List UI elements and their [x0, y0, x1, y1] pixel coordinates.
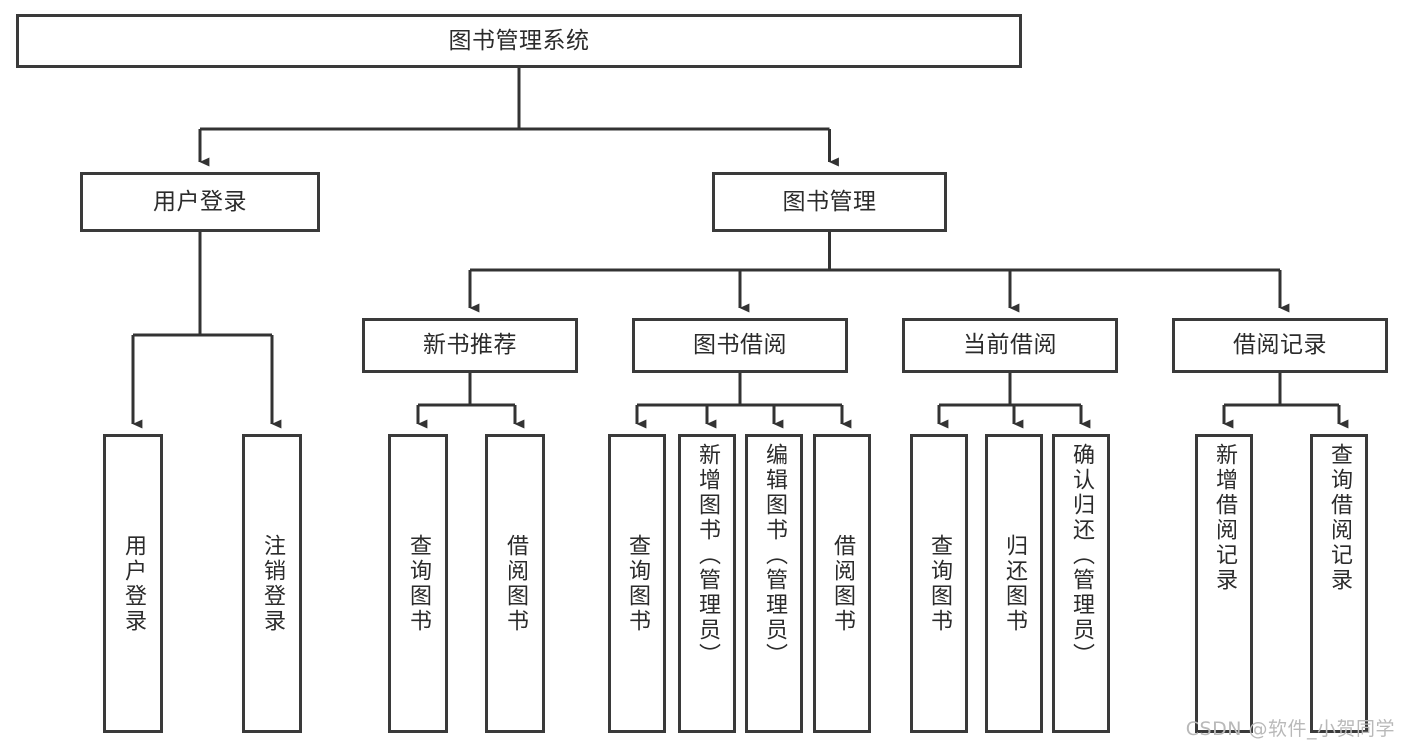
node-label-leaf-query-book-1: 查询图书	[406, 533, 431, 634]
node-book-manage[interactable]: 图书管理	[712, 172, 947, 232]
node-leaf-add-book[interactable]: 新增图书（管理员）	[678, 434, 736, 733]
node-label-leaf-return-book: 归还图书	[1002, 533, 1027, 634]
node-label-new-book-recommend: 新书推荐	[423, 332, 517, 359]
node-label-leaf-confirm-return: 确认归还（管理员）	[1069, 443, 1094, 668]
node-label-leaf-query-record: 查询借阅记录	[1327, 443, 1352, 593]
node-borrow-record[interactable]: 借阅记录	[1172, 318, 1388, 373]
node-label-leaf-add-book: 新增图书（管理员）	[695, 443, 720, 668]
node-leaf-query-book-2[interactable]: 查询图书	[608, 434, 666, 733]
node-leaf-add-record[interactable]: 新增借阅记录	[1195, 434, 1253, 733]
node-label-book-manage: 图书管理	[782, 188, 877, 215]
node-label-leaf-query-book-2: 查询图书	[625, 533, 650, 634]
node-new-book-recommend[interactable]: 新书推荐	[362, 318, 578, 373]
node-label-leaf-logout: 注销登录	[260, 533, 285, 634]
node-leaf-logout[interactable]: 注销登录	[242, 434, 302, 733]
node-leaf-user-login[interactable]: 用户登录	[103, 434, 163, 733]
node-leaf-query-book-1[interactable]: 查询图书	[388, 434, 448, 733]
node-label-user-login: 用户登录	[153, 188, 247, 215]
node-book-borrow[interactable]: 图书借阅	[632, 318, 848, 373]
node-label-leaf-add-record: 新增借阅记录	[1212, 443, 1237, 593]
node-leaf-edit-book[interactable]: 编辑图书（管理员）	[745, 434, 803, 733]
node-root[interactable]: 图书管理系统	[16, 14, 1022, 68]
node-leaf-query-book-3[interactable]: 查询图书	[910, 434, 968, 733]
node-leaf-borrow-book-2[interactable]: 借阅图书	[813, 434, 871, 733]
node-label-leaf-borrow-book-1: 借阅图书	[503, 533, 528, 634]
node-label-leaf-user-login: 用户登录	[121, 533, 146, 634]
node-leaf-borrow-book-1[interactable]: 借阅图书	[485, 434, 545, 733]
node-leaf-query-record[interactable]: 查询借阅记录	[1310, 434, 1368, 733]
node-label-leaf-edit-book: 编辑图书（管理员）	[762, 443, 787, 668]
node-user-login[interactable]: 用户登录	[80, 172, 320, 232]
node-current-borrow[interactable]: 当前借阅	[902, 318, 1118, 373]
node-label-root: 图书管理系统	[448, 27, 590, 54]
node-label-current-borrow: 当前借阅	[963, 332, 1057, 359]
node-leaf-confirm-return[interactable]: 确认归还（管理员）	[1052, 434, 1110, 733]
node-label-borrow-record: 借阅记录	[1233, 332, 1327, 359]
node-leaf-return-book[interactable]: 归还图书	[985, 434, 1043, 733]
node-label-book-borrow: 图书借阅	[693, 332, 787, 359]
node-label-leaf-query-book-3: 查询图书	[927, 533, 952, 634]
node-label-leaf-borrow-book-2: 借阅图书	[830, 533, 855, 634]
